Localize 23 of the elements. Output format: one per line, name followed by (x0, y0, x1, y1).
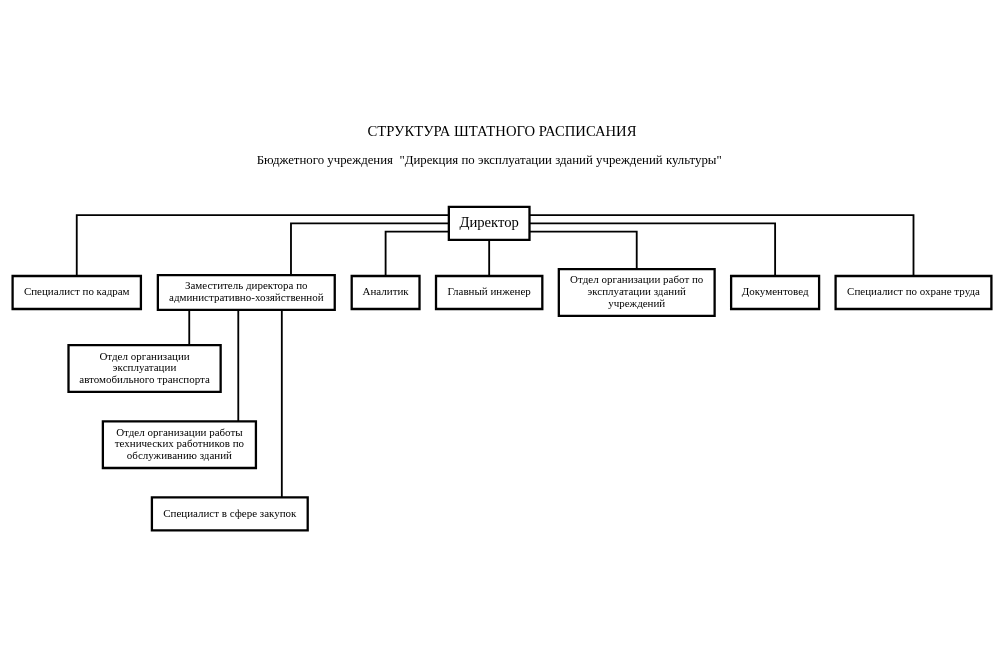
connector (528, 213, 915, 277)
connector (280, 308, 283, 498)
node-box: Отдел организации эксплуатации автомобильного транспорта (67, 343, 222, 393)
node-box: Специалист по кадрам (11, 274, 143, 310)
node-box: Аналитик (350, 274, 421, 310)
connector (237, 308, 240, 422)
connector (488, 238, 491, 277)
node-box: Директор (447, 205, 531, 241)
connector (528, 221, 777, 277)
connector (528, 230, 638, 270)
connector (75, 213, 450, 277)
node-box: Отдел организации работы технических работников по обслуживанию зданий (101, 419, 258, 469)
diagram-title: СТРУКТУРА ШТАТНОГО РАСПИСАНИЯ (367, 122, 637, 139)
node-box: Заместитель директора по административно-хозяйственной (156, 273, 336, 311)
node-box: Документовед (729, 274, 821, 310)
node-box: Главный инженер (434, 274, 544, 310)
connector (188, 308, 191, 346)
node-box: Специалист по охране труда (834, 274, 993, 310)
node-box: Специалист в сфере закупок (150, 495, 309, 531)
node-box: Отдел организации работ по эксплуатации зданий учреждений (557, 267, 716, 317)
connector (384, 230, 450, 277)
connector (290, 221, 450, 276)
label: Бюджетного учреждения "Дирекция по эксплуатации зданий учреждений культуры" (256, 152, 722, 167)
